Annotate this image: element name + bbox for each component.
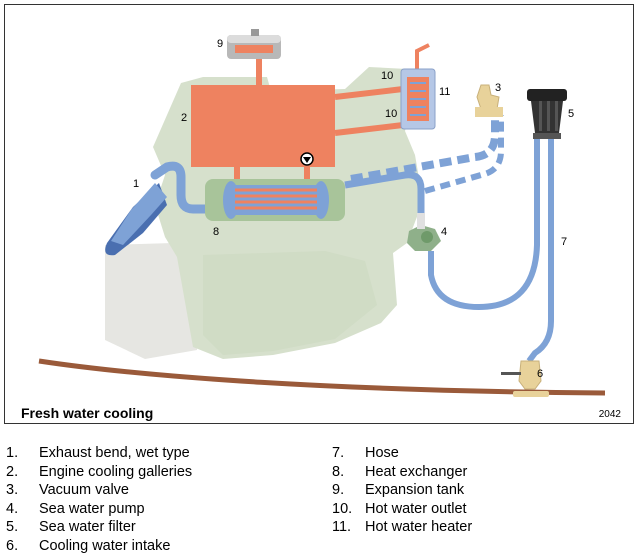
cooling-water-intake [501, 360, 549, 397]
sea-water-pump [407, 213, 441, 251]
legend-number: 6. [6, 537, 19, 554]
diagram-title: Fresh water cooling [21, 405, 154, 421]
legend-item: 4. Sea water pump [6, 500, 192, 519]
legend-label: Hot water heater [365, 519, 473, 536]
sea-water-line-upper [344, 171, 425, 215]
legend-item: 5. Sea water filter [6, 518, 192, 537]
hose [526, 139, 554, 363]
legend-label: Heat exchanger [365, 463, 468, 480]
legend-label: Expansion tank [365, 482, 465, 499]
callout-2: 2 [181, 112, 187, 124]
legend-label: Sea water pump [39, 500, 145, 517]
callout-7: 7 [561, 236, 567, 248]
legend-label: Exhaust bend, wet type [39, 445, 190, 461]
callout-4: 4 [441, 226, 447, 238]
exhaust-bend-highlight [111, 183, 167, 245]
vacuum-line-dashed-2 [424, 115, 504, 194]
vacuum-valve [475, 84, 503, 117]
callout-8: 8 [213, 226, 219, 238]
legend-number: 2. [6, 463, 19, 480]
legend-item: 10. Hot water outlet [332, 500, 472, 519]
gearbox [105, 243, 197, 359]
heater-outlet-pipe [415, 43, 430, 71]
heat-exchanger [205, 179, 345, 221]
callout-3: 3 [495, 82, 501, 94]
legend-number: 8. [332, 463, 345, 480]
legend-number: 5. [6, 519, 19, 536]
engine-shadow [203, 251, 377, 355]
callout-10-upper: 10 [381, 70, 393, 82]
legend-number: 10. [332, 500, 353, 517]
exhaust-bend-pipe [150, 161, 222, 214]
cooling-diagram: 1 2 3 4 5 6 7 8 9 10 10 11 [38, 29, 606, 397]
legend-number: 7. [332, 445, 345, 461]
legend-item: 8. Heat exchanger [332, 463, 472, 482]
hot-water-heater [400, 68, 436, 130]
legend-number: 1. [6, 445, 19, 461]
legend-item: 2. Engine cooling galleries [6, 463, 192, 482]
legend-item: 3. Vacuum valve [6, 481, 192, 500]
engine-cooling-galleries [191, 85, 335, 167]
expansion-tank [227, 29, 281, 59]
hot-water-outlet-upper [334, 86, 404, 100]
callout-5: 5 [568, 108, 574, 120]
circulation-pump-icon [300, 152, 314, 166]
legend-item: 11. Hot water heater [332, 518, 472, 537]
legend-label: Sea water filter [39, 519, 136, 536]
legend-number: 11. [332, 519, 352, 536]
legend-item: 1. Exhaust bend, wet type [6, 444, 192, 463]
legend-item: 9. Expansion tank [332, 481, 472, 500]
legend-number: 9. [332, 482, 345, 499]
legend-column-left: 1. Exhaust bend, wet type 2. Engine coolin… [6, 444, 192, 556]
diagram-frame: 1 2 3 4 5 6 7 8 9 10 10 11 Fresh water c… [4, 4, 634, 424]
callout-11: 11 [439, 86, 450, 98]
legend-item: 6. Cooling water intake [6, 537, 192, 556]
diagram-code: 2042 [598, 409, 621, 420]
sea-water-filter [527, 89, 567, 139]
hull-line [38, 358, 606, 396]
hot-water-outlet-lower [334, 122, 404, 136]
legend-number: 3. [6, 482, 19, 499]
legend-label: Vacuum valve [39, 482, 129, 499]
legend-number: 4. [6, 500, 19, 517]
legend-label: Engine cooling galleries [39, 463, 193, 480]
sea-water-hose-pump-filter [428, 139, 540, 311]
legend-item: 7. Hose [332, 444, 472, 463]
callout-9: 9 [217, 38, 223, 50]
legend-label: Hose [365, 445, 399, 461]
callout-6: 6 [537, 368, 543, 380]
legend-column-right: 7. Hose 8. Heat exchanger 9. Expansion tank… [332, 444, 472, 537]
legend-label: Cooling water intake [39, 537, 171, 554]
legend-label: Hot water outlet [365, 500, 467, 517]
callout-1: 1 [133, 178, 139, 190]
callout-10-lower: 10 [385, 108, 397, 120]
